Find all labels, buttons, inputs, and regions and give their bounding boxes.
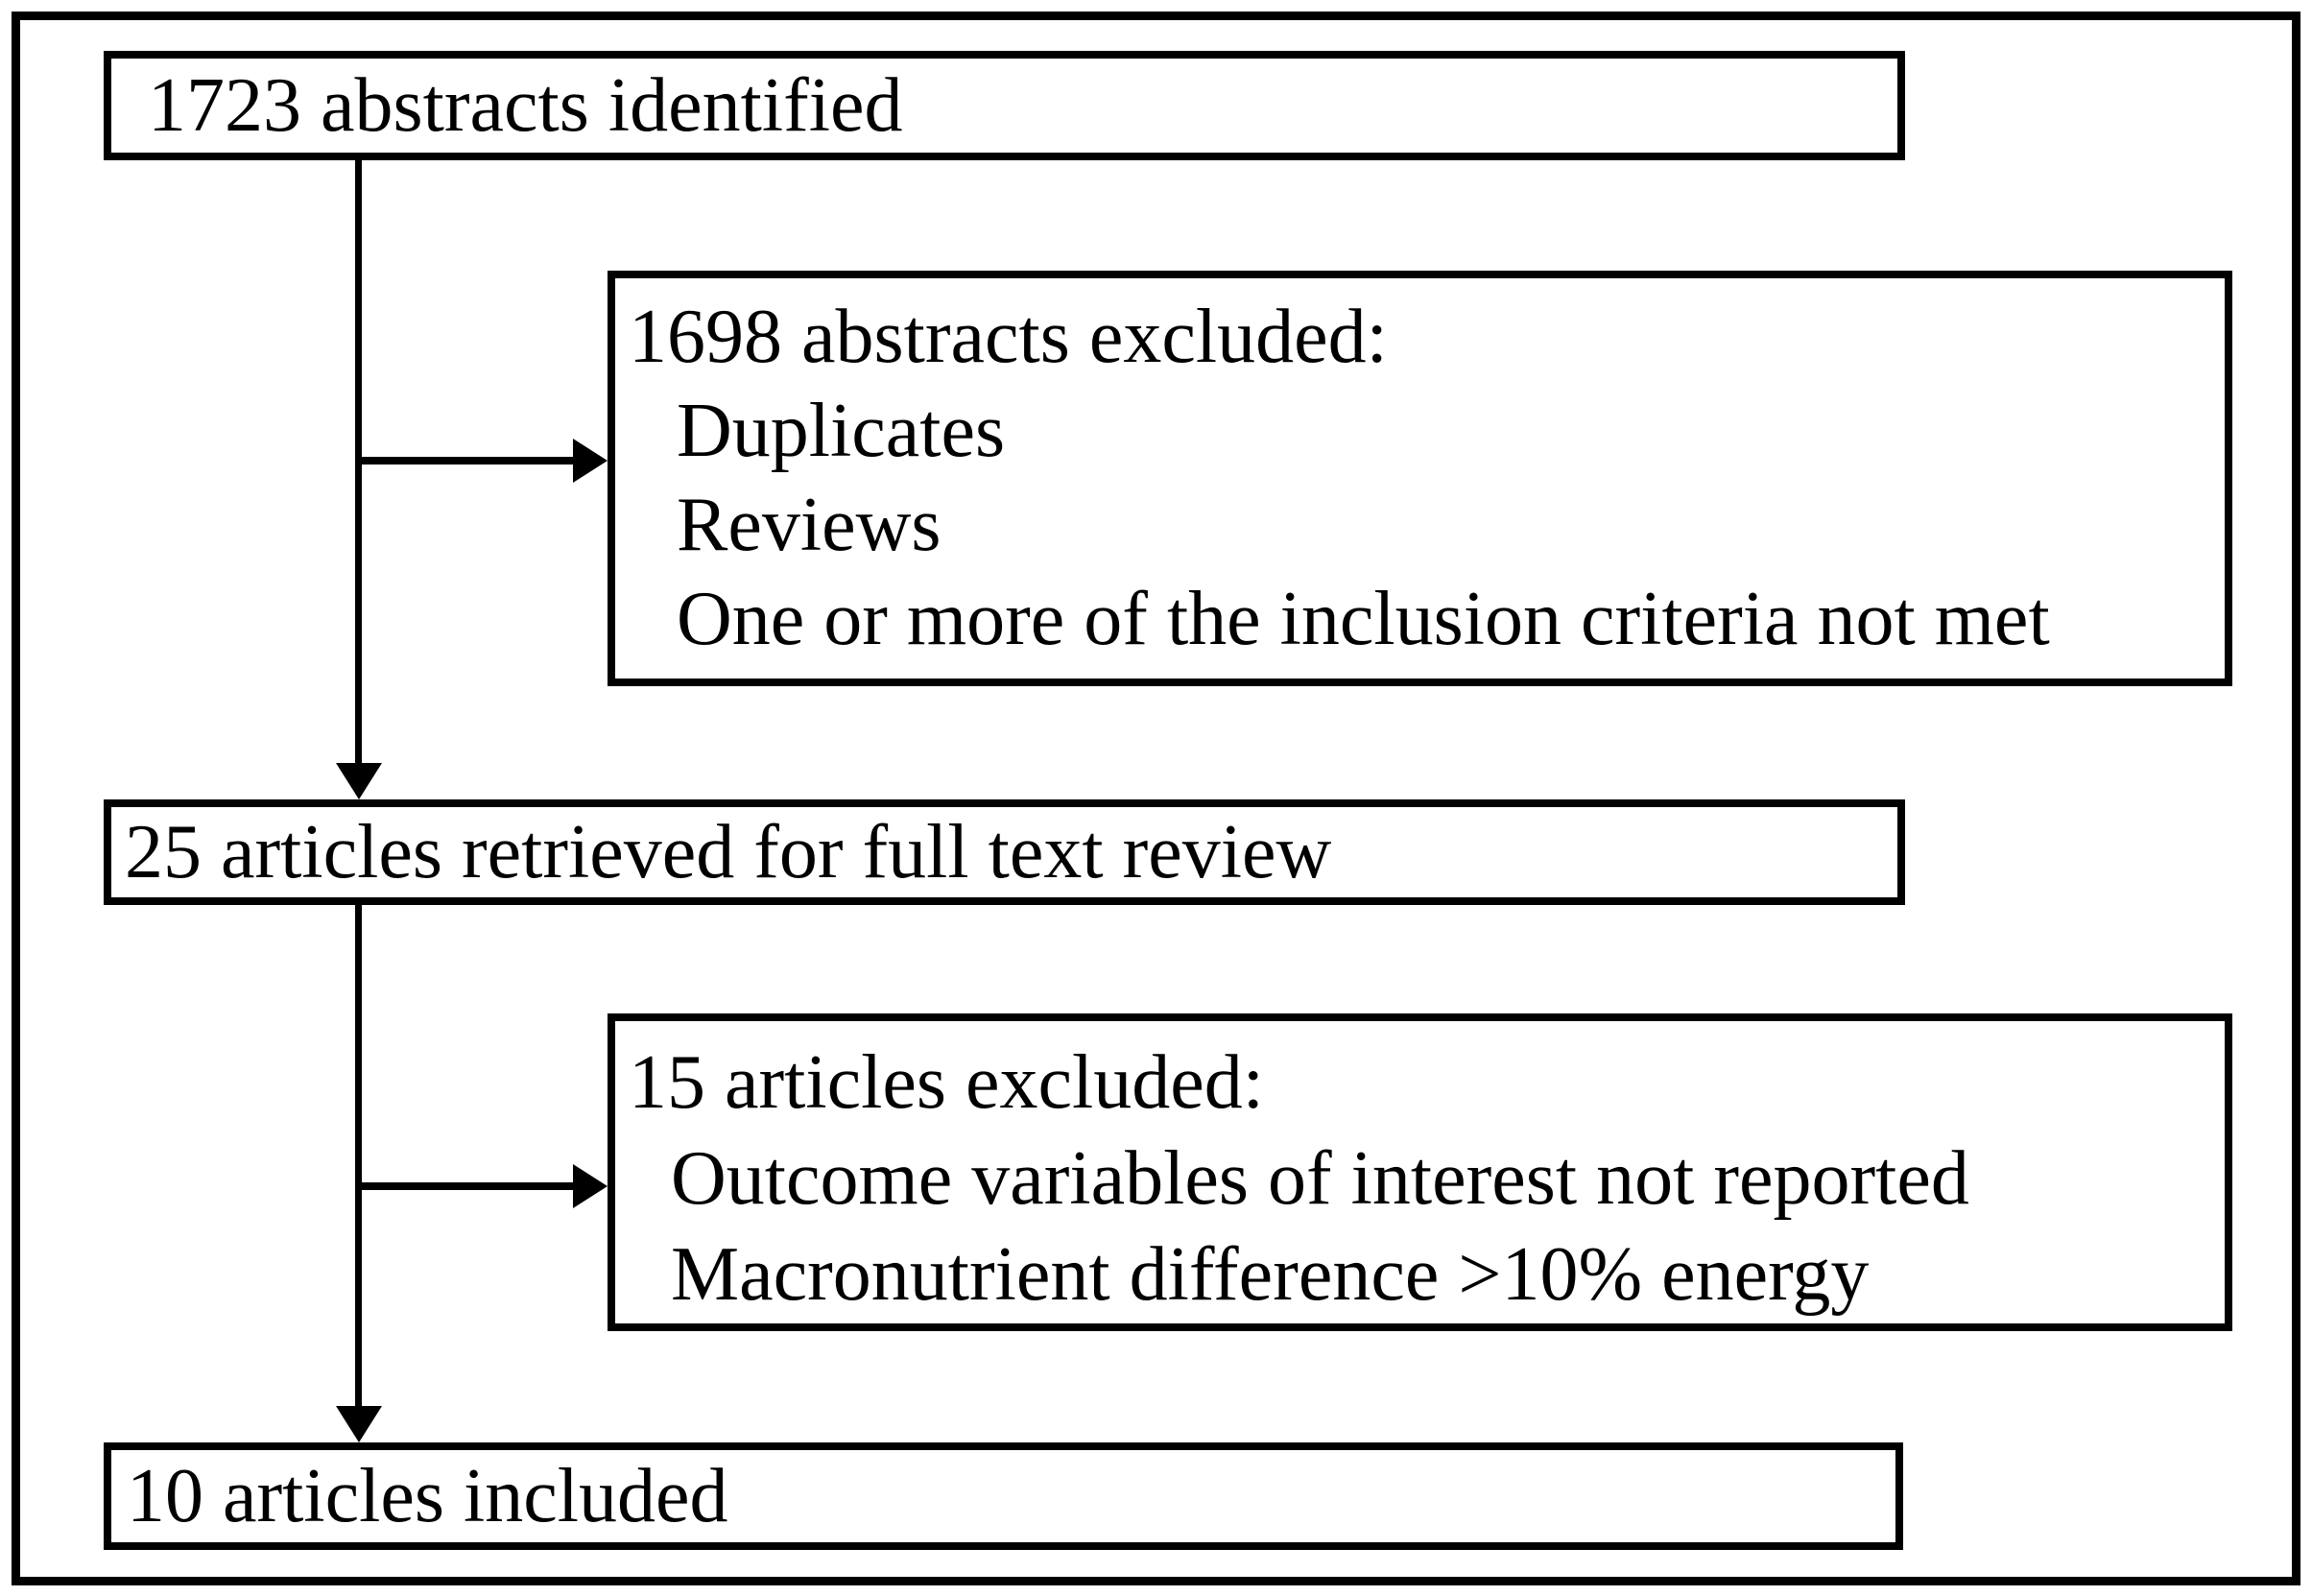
right-arrowhead-icon <box>573 439 608 483</box>
box-title: 15 articles excluded: <box>629 1040 1264 1125</box>
exclusion-reason: Reviews <box>677 483 941 567</box>
box-articles-included: 10 articles included <box>104 1442 1903 1550</box>
box-abstracts-identified: 1723 abstracts identified <box>104 51 1905 160</box>
connector-line-identified-to-retrieved <box>355 160 362 765</box>
connector-line-to-articles-excluded <box>359 1182 578 1190</box>
right-arrowhead-icon <box>573 1164 608 1208</box>
box-articles-retrieved: 25 articles retrieved for full text revi… <box>104 799 1905 905</box>
box-articles-excluded: 15 articles excluded: Outcome variables … <box>608 1013 2232 1331</box>
down-arrowhead-icon <box>336 1406 382 1442</box>
exclusion-reason: Duplicates <box>677 389 1006 473</box>
box-text: 10 articles included <box>127 1454 728 1538</box>
exclusion-reason: One or more of the inclusion criteria no… <box>677 577 2050 661</box>
connector-line-retrieved-to-included <box>355 905 362 1408</box>
box-text: 25 articles retrieved for full text revi… <box>125 810 1332 894</box>
exclusion-reason: Macronutrient difference >10% energy <box>671 1232 1870 1317</box>
box-title: 1698 abstracts excluded: <box>629 295 1388 379</box>
box-text: 1723 abstracts identified <box>148 63 903 148</box>
exclusion-reason: Outcome variables of interest not report… <box>671 1136 1969 1221</box>
connector-line-to-abstracts-excluded <box>359 457 578 465</box>
box-abstracts-excluded: 1698 abstracts excluded: Duplicates Revi… <box>608 271 2232 686</box>
figure-outer-frame <box>12 12 2300 1585</box>
down-arrowhead-icon <box>336 763 382 799</box>
